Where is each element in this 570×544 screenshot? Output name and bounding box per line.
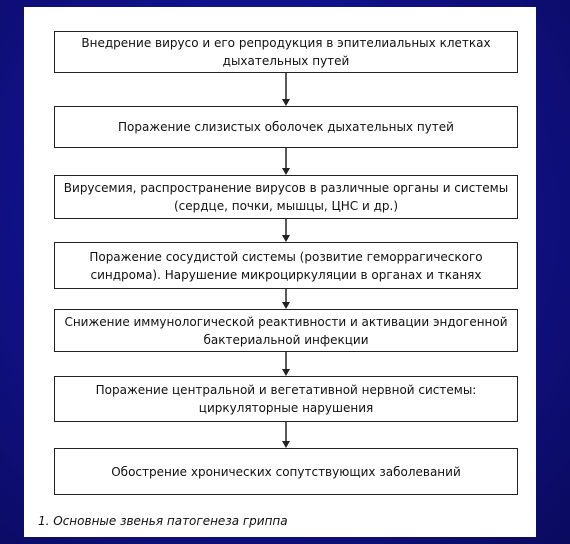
flow-step-label: Снижение иммунологической реактивности и… (64, 314, 508, 347)
flow-arrow-head (282, 99, 290, 106)
flowchart-arrows (282, 73, 290, 448)
flow-step-nervous-system: Поражение центральной и вегетативной нер… (54, 376, 518, 422)
flow-step-virus-entry: Внедрение вирусо и его репродукция в эпи… (54, 31, 518, 73)
flow-step-immune-decline: Снижение иммунологической реактивности и… (54, 309, 518, 352)
flow-step-label: Внедрение вирусо и его репродукция в эпи… (81, 36, 491, 68)
flow-arrow-head (282, 441, 290, 448)
flow-step-label: Поражение центральной и вегетативной нер… (95, 383, 477, 415)
flow-step-label: Вирусемия, распространение вирусов в раз… (63, 181, 509, 213)
figure-caption: 1. Основные звенья патогенеза гриппа (38, 514, 288, 528)
flow-step-vascular-damage: Поражение сосудистой системы (розвитие г… (54, 242, 518, 289)
flow-arrow-head (282, 168, 290, 175)
flow-arrow-head (282, 302, 290, 309)
flow-step-label: Обострение хронических сопутствующих заб… (111, 464, 461, 479)
flow-step-label: Поражение слизистых оболочек дыхательных… (118, 120, 454, 134)
flow-step-mucosa-damage: Поражение слизистых оболочек дыхательных… (54, 106, 518, 148)
flow-arrow-head (282, 235, 290, 242)
flow-step-viremia: Вирусемия, распространение вирусов в раз… (54, 175, 518, 219)
flow-step-label: Поражение сосудистой системы (розвитие г… (89, 249, 483, 282)
flow-arrow-head (282, 369, 290, 376)
flow-step-chronic-exacerbation: Обострение хронических сопутствующих заб… (54, 448, 518, 495)
figure-page: Внедрение вирусо и его репродукция в эпи… (24, 7, 536, 537)
